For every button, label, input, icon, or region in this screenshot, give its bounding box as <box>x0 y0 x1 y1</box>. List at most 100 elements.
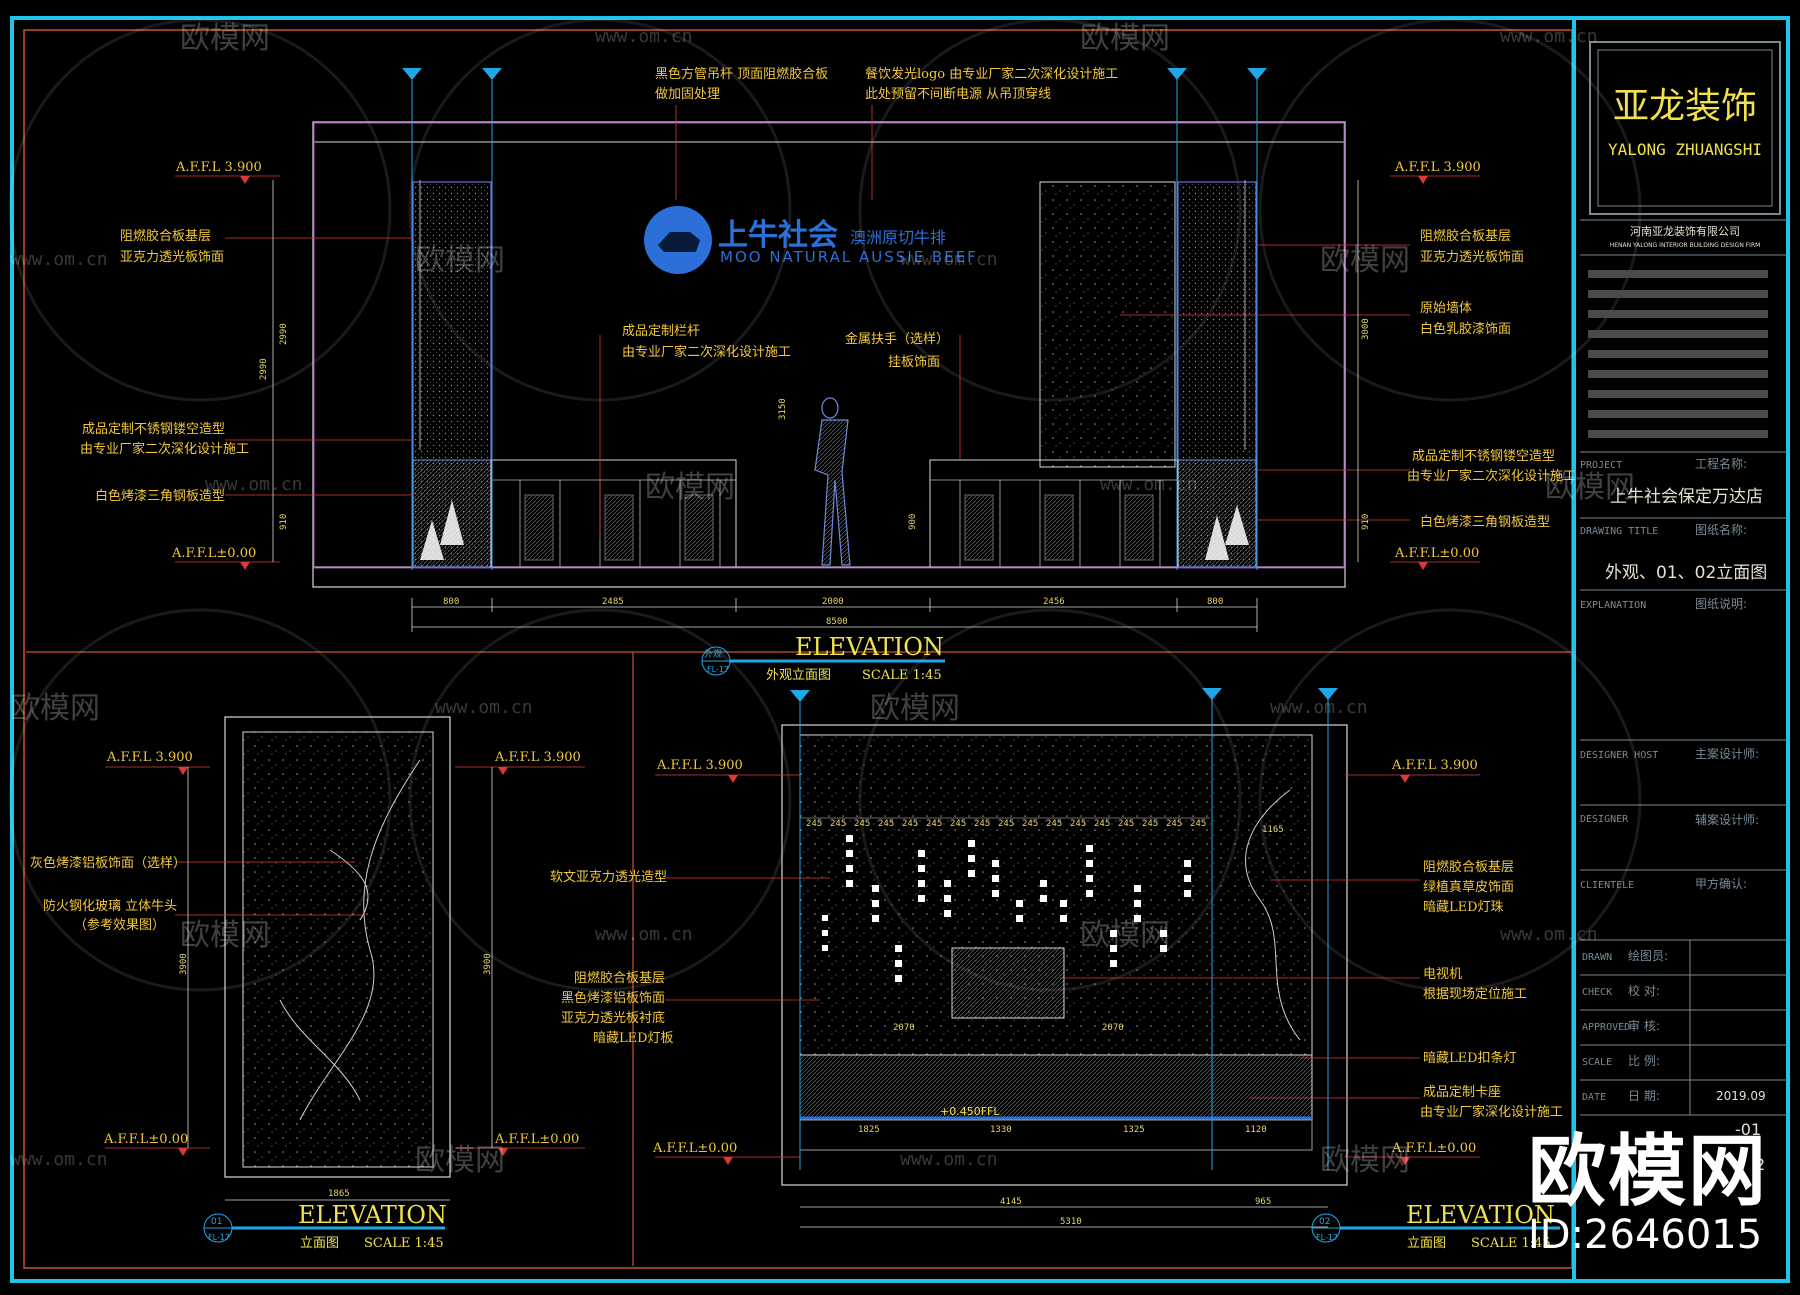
svg-text:245: 245 <box>1046 819 1062 829</box>
section-title: ELEVATION <box>298 1201 447 1229</box>
svg-text:245: 245 <box>1118 819 1134 829</box>
svg-text:2990: 2990 <box>259 358 269 380</box>
watermarks: 欧模网 www.om.cn 欧模网 www.om.cn 欧模网 www.om.c… <box>10 21 1635 1178</box>
svg-text:欧模网: 欧模网 <box>1545 470 1635 505</box>
svg-text:A.F.F.L 3.900: A.F.F.L 3.900 <box>494 750 581 765</box>
svg-text:www.om.cn: www.om.cn <box>1100 474 1198 495</box>
svg-text:A.F.F.L±0.00: A.F.F.L±0.00 <box>494 1132 579 1147</box>
note: （参考效果图） <box>74 917 165 933</box>
svg-text:A.F.F.L±0.00: A.F.F.L±0.00 <box>652 1141 737 1156</box>
svg-text:245: 245 <box>1190 819 1206 829</box>
svg-text:1120: 1120 <box>1245 1125 1267 1135</box>
svg-text:910: 910 <box>279 514 289 530</box>
svg-text:CLIENTELE: CLIENTELE <box>1580 880 1634 891</box>
company-name: 亚龙装饰 <box>1613 86 1757 127</box>
note: 白色烤漆三角钢板造型 <box>1420 514 1550 530</box>
svg-text:www.om.cn: www.om.cn <box>1500 924 1598 945</box>
svg-text:日 期:: 日 期: <box>1628 1089 1660 1103</box>
note: 暗藏LED灯板 <box>593 1031 674 1046</box>
svg-text:外观: 外观 <box>704 648 722 660</box>
note: 亚克力透光板衬底 <box>561 1010 665 1026</box>
human-figure <box>814 397 851 566</box>
note: 阻燃胶合板基层 <box>120 228 211 244</box>
booth-seating <box>799 1054 1313 1121</box>
note: 成品定制栏杆 <box>622 324 700 339</box>
svg-text:甲方确认:: 甲方确认: <box>1695 876 1747 891</box>
svg-text:工程名称:: 工程名称: <box>1695 456 1747 471</box>
dim: 800 <box>1207 597 1223 607</box>
svg-text:1865: 1865 <box>328 1189 350 1199</box>
note: 成品定制不锈钢镂空造型 <box>1412 449 1555 464</box>
svg-text:欧模网: 欧模网 <box>180 918 270 953</box>
svg-text:欧模网: 欧模网 <box>415 243 505 278</box>
tv-screen <box>951 947 1065 1019</box>
svg-text:3900: 3900 <box>483 953 493 975</box>
svg-text:www.om.cn: www.om.cn <box>900 249 998 270</box>
brand-name: 欧模网 <box>1527 1127 1768 1217</box>
svg-text:FL-17: FL-17 <box>707 665 729 674</box>
note: 黑色烤漆铝板饰面 <box>561 990 665 1006</box>
led-light-dots <box>822 835 1191 982</box>
note: 防火钢化玻璃 立体牛头 <box>43 898 177 914</box>
date-value: 2019.09 <box>1716 1089 1766 1103</box>
svg-text:EXPLANATION: EXPLANATION <box>1580 600 1646 611</box>
note: 阻燃胶合板基层 <box>1420 228 1511 244</box>
title-block: 亚龙装饰 YALONG ZHUANGSHI 河南亚龙装饰有限公司 HENAN Y… <box>1580 41 1788 1174</box>
note: 白色烤漆三角钢板造型 <box>95 488 225 504</box>
svg-text:欧模网: 欧模网 <box>1320 1143 1410 1178</box>
note: 成品定制卡座 <box>1423 1085 1501 1100</box>
svg-text:DESIGNER: DESIGNER <box>1580 814 1629 825</box>
section-scale: SCALE 1:45 <box>862 668 942 683</box>
project-name: 上牛社会保定万达店 <box>1610 487 1763 507</box>
svg-text:www.om.cn: www.om.cn <box>1500 26 1598 47</box>
svg-text:欧模网: 欧模网 <box>10 691 100 726</box>
svg-text:欧模网: 欧模网 <box>180 21 270 56</box>
svg-text:DATE: DATE <box>1582 1092 1606 1103</box>
svg-text:欧模网: 欧模网 <box>1080 21 1170 56</box>
dim-chain-top: 245 245 245 245 245 245 245 245 245 245 … <box>806 819 1206 829</box>
svg-text:245: 245 <box>974 819 990 829</box>
floor-mark: +0.450FFL <box>940 1105 1000 1118</box>
svg-text:2070: 2070 <box>1102 1023 1124 1033</box>
brand-id: ID:2646015 <box>1527 1212 1763 1258</box>
svg-text:www.om.cn: www.om.cn <box>1270 697 1368 718</box>
drawing-title: 外观、01、02立面图 <box>1605 563 1767 583</box>
svg-text:245: 245 <box>998 819 1014 829</box>
svg-text:245: 245 <box>1022 819 1038 829</box>
svg-text:www.om.cn: www.om.cn <box>10 249 108 270</box>
svg-text:www.om.cn: www.om.cn <box>205 474 303 495</box>
svg-text:CHECK: CHECK <box>1582 987 1612 998</box>
note: 金属扶手（选样） <box>845 331 949 347</box>
svg-text:辅案设计师:: 辅案设计师: <box>1695 812 1759 827</box>
svg-text:1825: 1825 <box>858 1125 880 1135</box>
svg-text:3000: 3000 <box>1361 318 1371 340</box>
svg-text:欧模网: 欧模网 <box>870 691 960 726</box>
decorative-wall-panel <box>1039 181 1176 468</box>
svg-text:SCALE 1:45: SCALE 1:45 <box>364 1236 444 1251</box>
note: 电视机 <box>1423 967 1462 982</box>
dim: 2485 <box>602 597 624 607</box>
level-bottom-left: A.F.F.L±0.00 <box>171 546 256 561</box>
svg-text:245: 245 <box>1142 819 1158 829</box>
svg-text:FL-17: FL-17 <box>208 1233 230 1242</box>
svg-text:APPROVED: APPROVED <box>1582 1022 1630 1033</box>
svg-text:245: 245 <box>926 819 942 829</box>
level-top-right: A.F.F.L 3.900 <box>1394 160 1481 175</box>
svg-text:01: 01 <box>211 1217 222 1227</box>
svg-text:245: 245 <box>1166 819 1182 829</box>
company-name-en: YALONG ZHUANGSHI <box>1608 140 1762 159</box>
svg-text:245: 245 <box>854 819 870 829</box>
svg-text:2070: 2070 <box>893 1023 915 1033</box>
note: 由专业厂家二次深化设计施工 <box>622 344 791 360</box>
note: 原始墙体 <box>1420 301 1472 316</box>
note: 绿植真草皮饰面 <box>1423 880 1514 895</box>
svg-text:SCALE: SCALE <box>1582 1057 1612 1068</box>
dim: 800 <box>443 597 459 607</box>
svg-text:澳洲原切牛排: 澳洲原切牛排 <box>850 228 946 247</box>
svg-text:欧模网: 欧模网 <box>1320 243 1410 278</box>
svg-text:www.om.cn: www.om.cn <box>900 1149 998 1170</box>
outer-frame <box>10 16 1790 1283</box>
svg-text:A.F.F.L±0.00: A.F.F.L±0.00 <box>103 1132 188 1147</box>
note: 根据现场定位施工 <box>1423 987 1527 1002</box>
